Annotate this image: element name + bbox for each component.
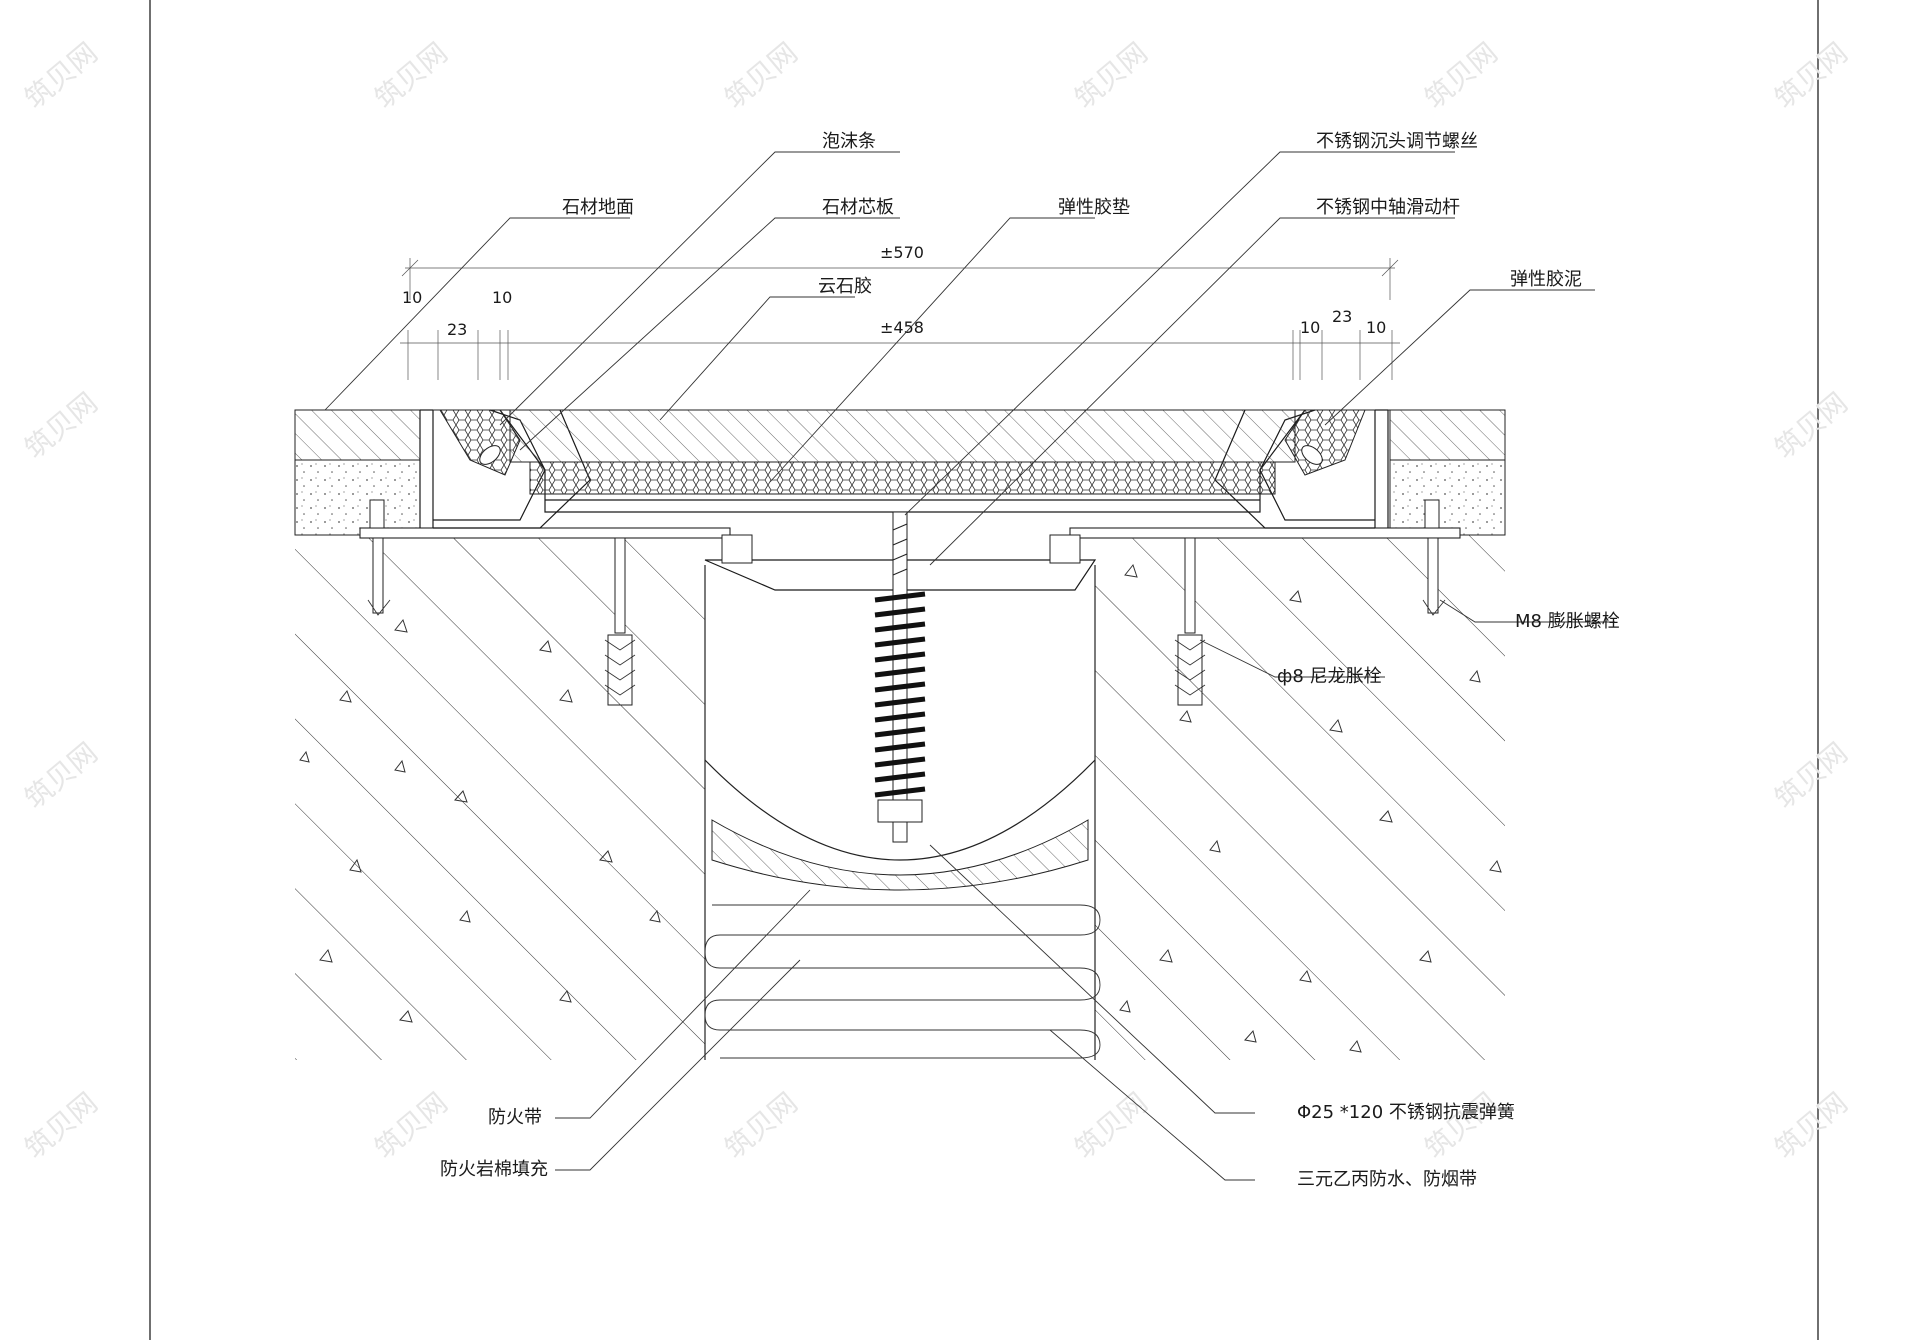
anchors <box>367 499 1446 706</box>
watermark-text: 筑贝网 <box>1418 1086 1504 1165</box>
watermark-text: 筑贝网 <box>718 36 804 115</box>
watermark-text: 筑贝网 <box>368 36 454 115</box>
dim-left-23-text: 23 <box>447 320 467 339</box>
watermark-text: 筑贝网 <box>1068 36 1154 115</box>
label-ss-countersunk-screw: 不锈钢沉头调节螺丝 <box>1316 131 1478 152</box>
central-support <box>704 511 1101 1060</box>
watermark-text: 筑贝网 <box>18 736 104 815</box>
dim-right-10b-text: 10 <box>1366 318 1386 337</box>
stone-floor-left <box>294 409 421 536</box>
watermark-text: 筑贝网 <box>368 1086 454 1165</box>
watermark-text: 筑贝网 <box>1768 736 1854 815</box>
label-nylon-anchor: ф8 尼龙胀栓 <box>1277 666 1382 687</box>
aluminium-frame <box>295 409 1505 539</box>
dimension-lines: ±570 ±458 10 23 10 10 23 10 <box>400 243 1400 380</box>
label-fire-belt: 防火带 <box>488 1107 542 1128</box>
watermark-group: 筑贝网 筑贝网 筑贝网 筑贝网 筑贝网 筑贝网 筑贝网 筑贝网 筑贝网 筑贝网 … <box>18 36 1854 1165</box>
label-rockwool-fill: 防火岩棉填充 <box>440 1159 548 1180</box>
watermark-text: 筑贝网 <box>1768 36 1854 115</box>
watermark-text: 筑贝网 <box>18 1086 104 1165</box>
label-m8-anchor: M8 膨胀螺栓 <box>1515 611 1620 632</box>
dim-right-23-text: 23 <box>1332 307 1352 326</box>
dim-left-10b-text: 10 <box>492 288 512 307</box>
label-ss-slide-rod: 不锈钢中轴滑动杆 <box>1316 197 1460 218</box>
label-elastic-sealant: 弹性胶泥 <box>1510 269 1582 290</box>
callout-labels: 泡沫条 石材芯板 石材地面 弹性胶垫 云石胶 不锈钢沉头调节螺丝 不锈钢中轴滑动… <box>440 131 1620 1190</box>
watermark-text: 筑贝网 <box>18 36 104 115</box>
label-stone-floor: 石材地面 <box>562 197 634 218</box>
stone-floor-right <box>1389 409 1506 536</box>
watermark-text: 筑贝网 <box>1068 1086 1154 1165</box>
dim-inner-text: ±458 <box>880 318 924 337</box>
dim-right-10a-text: 10 <box>1300 318 1320 337</box>
watermark-text: 筑贝网 <box>718 1086 804 1165</box>
label-marble-glue: 云石胶 <box>818 276 872 297</box>
dim-overall-text: ±570 <box>880 243 924 262</box>
concrete-substrate <box>295 535 1505 1060</box>
label-spring: Φ25 *120 不锈钢抗震弹簧 <box>1297 1102 1515 1123</box>
label-stone-core-board: 石材芯板 <box>822 197 894 218</box>
watermark-text: 筑贝网 <box>1768 1086 1854 1165</box>
watermark-text: 筑贝网 <box>1768 386 1854 465</box>
dim-left-10a-text: 10 <box>402 288 422 307</box>
label-elastic-pad: 弹性胶垫 <box>1058 197 1130 218</box>
spring-coils <box>874 591 926 798</box>
watermark-text: 筑贝网 <box>1418 36 1504 115</box>
leader-lines <box>324 151 1615 1181</box>
label-epdm-belt: 三元乙丙防水、防烟带 <box>1297 1169 1477 1190</box>
watermark-text: 筑贝网 <box>18 386 104 465</box>
label-foam-strip: 泡沫条 <box>822 131 876 152</box>
